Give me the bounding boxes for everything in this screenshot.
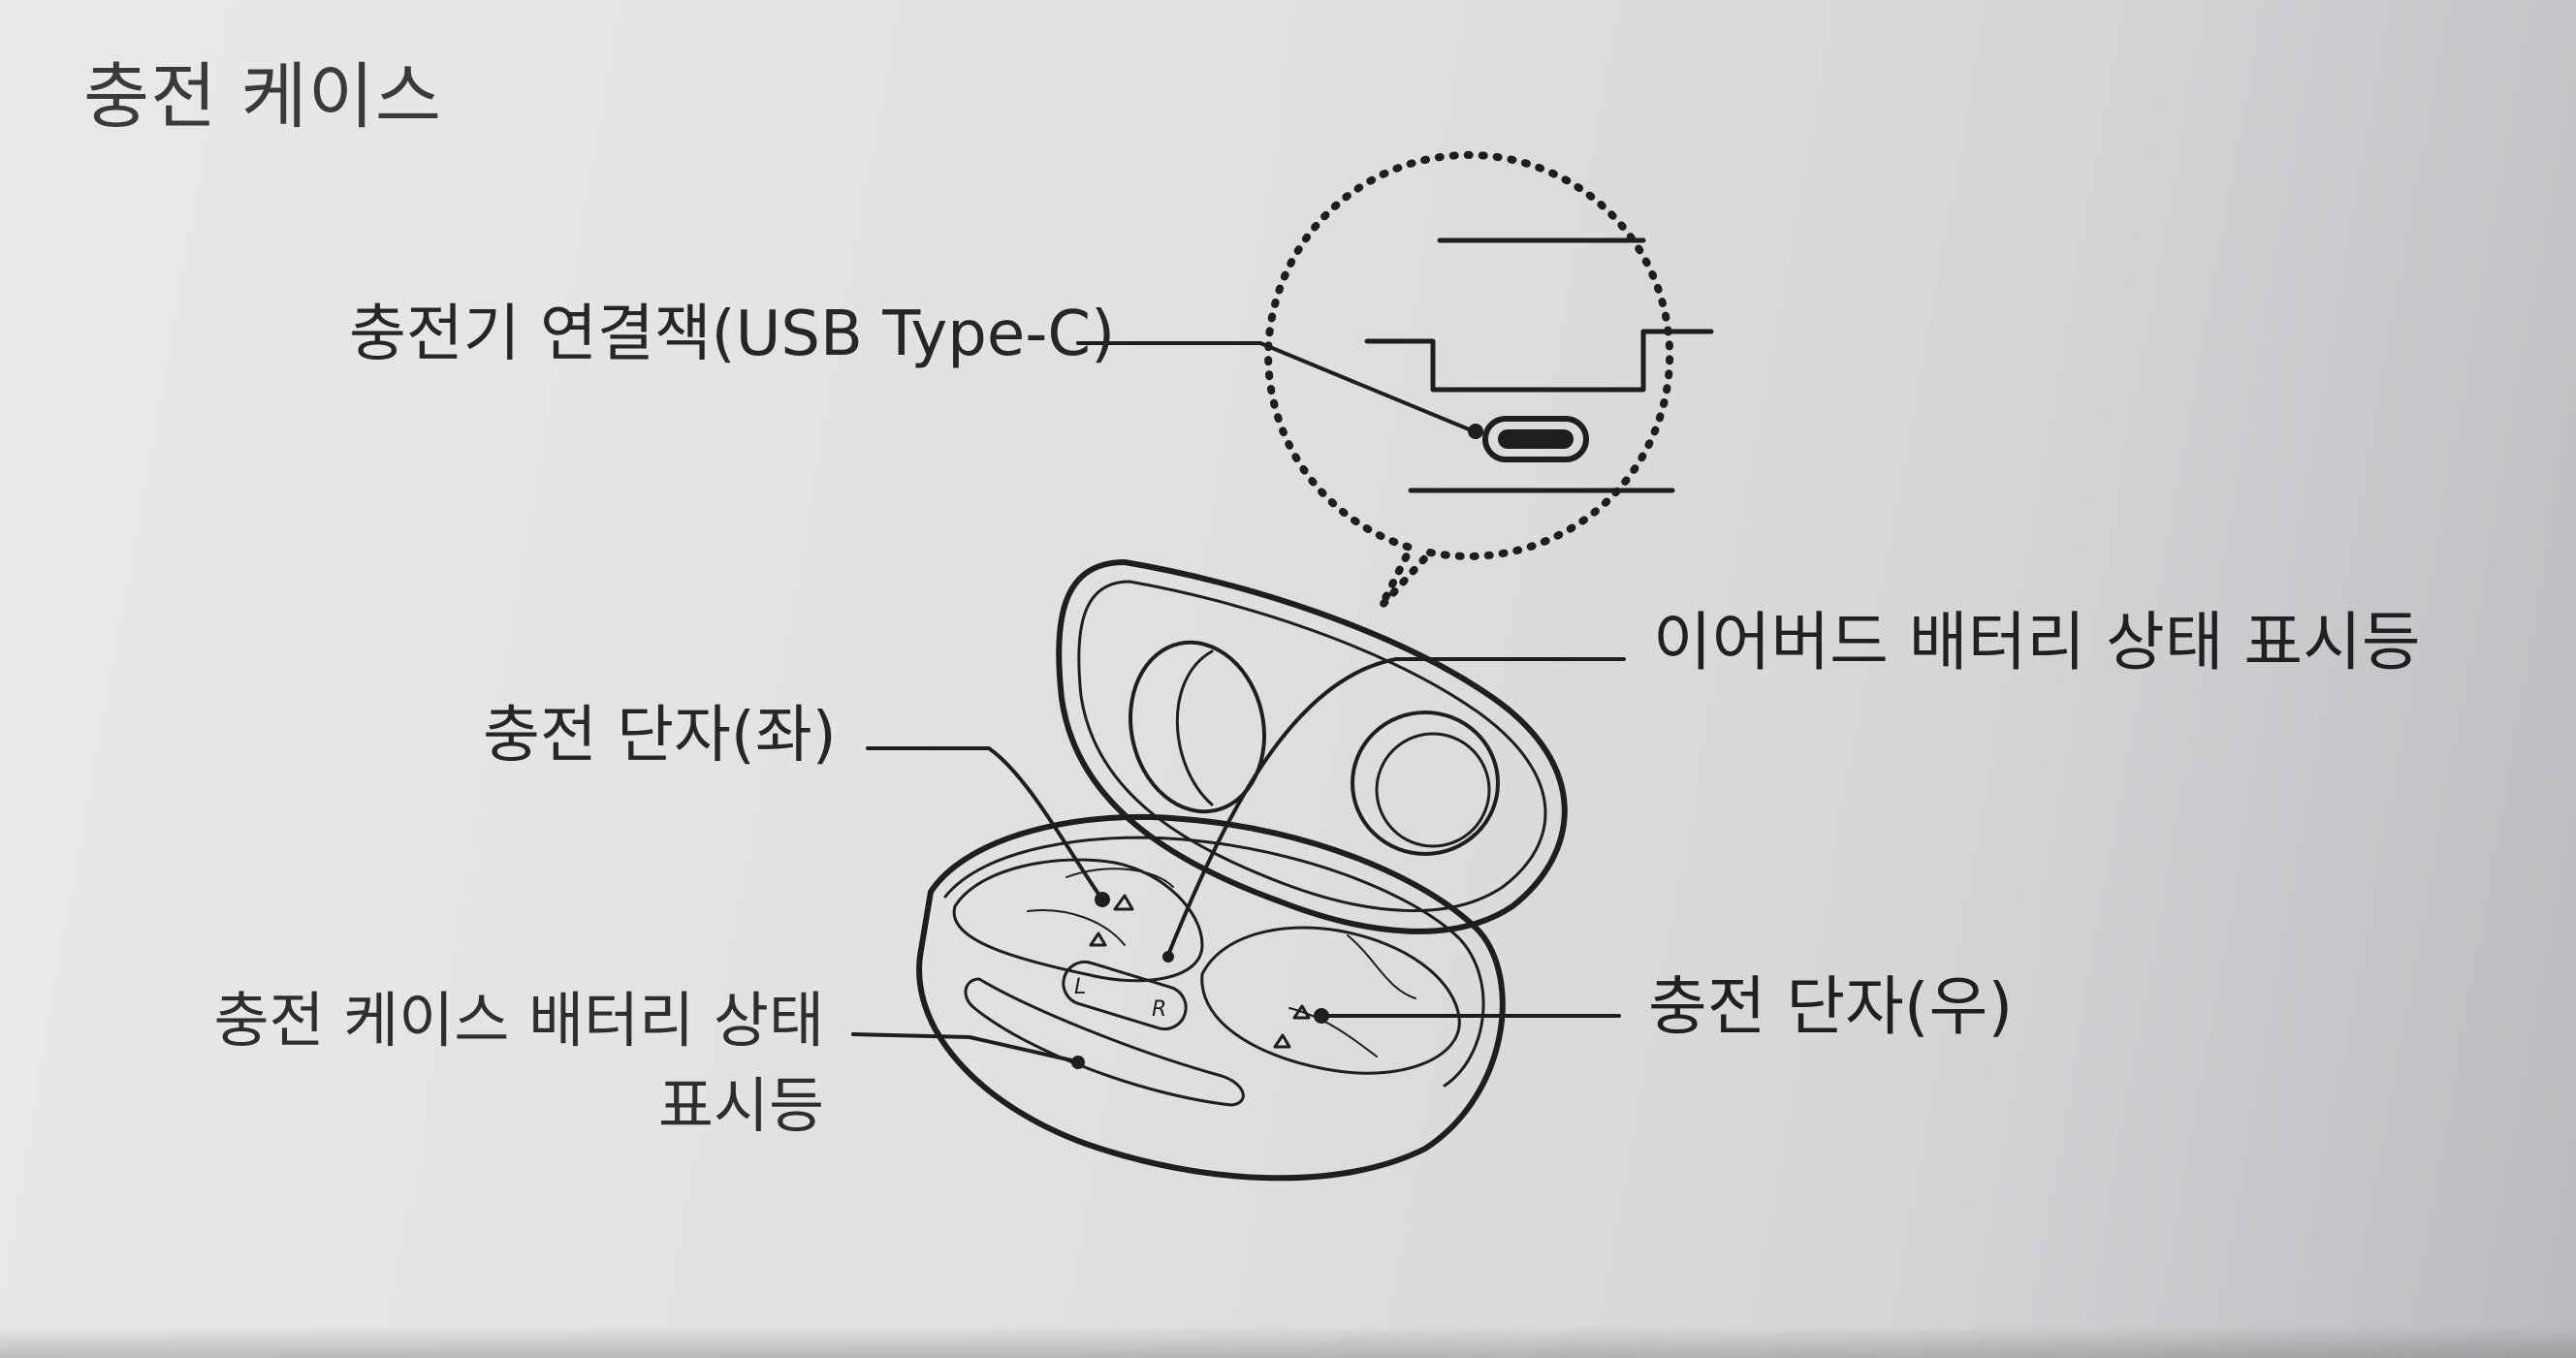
- page-title: 충전 케이스: [83, 55, 442, 139]
- base-front-slot: [964, 977, 1245, 1107]
- callout-leaders: [851, 341, 1626, 1069]
- label-usb-port: 충전기 연결잭(USB Type-C): [349, 299, 1116, 370]
- label-charge-contact-right: 충전 단자(우): [1648, 969, 2014, 1044]
- lid-cup-left: [1129, 640, 1266, 814]
- right-mark: R: [1152, 997, 1166, 1022]
- case-indicator-dot: [1071, 1056, 1085, 1069]
- left-contact-marks: [1089, 894, 1134, 947]
- base-outline: [916, 813, 1506, 1182]
- left-contact-leader: [866, 746, 1102, 899]
- usb-port-dot: [1468, 424, 1483, 439]
- base-left-well: [952, 858, 1204, 983]
- case-indicator-leader: [851, 1032, 1078, 1063]
- usb-c-port-icon: [1482, 416, 1589, 462]
- earbud-indicator-leader: [1166, 657, 1626, 957]
- lid-cup-left-crescent: [1175, 649, 1214, 806]
- usb-port-leader: [1076, 341, 1476, 433]
- base-lr-tab: [1062, 960, 1188, 1031]
- label-case-indicator-line2: 표시등: [657, 1070, 824, 1141]
- case-base: L R: [916, 813, 1506, 1182]
- lid-inner-outline: [1077, 580, 1547, 912]
- label-charge-contact-left: 충전 단자(좌): [483, 700, 837, 772]
- lid-cup-right-inner: [1375, 732, 1491, 848]
- label-case-indicator-line1: 충전 케이스 배터리 상태: [213, 985, 824, 1056]
- left-mark: L: [1074, 975, 1086, 999]
- right-contact-marks: [1273, 1004, 1311, 1049]
- lid-outline: [1056, 559, 1568, 934]
- zoom-bubble-outline: [1264, 150, 1674, 610]
- label-earbud-indicator: 이어버드 배터리 상태 표시등: [1653, 605, 2421, 679]
- base-left-well-fold: [1027, 868, 1174, 946]
- zoom-case-seam: [1364, 329, 1714, 393]
- usb-port-zoom-bubble: [1264, 150, 1714, 610]
- page-bottom-shadow: [0, 1326, 2576, 1358]
- earbud-indicator-dot: [1162, 951, 1174, 963]
- usb-c-port-inner: [1498, 429, 1574, 449]
- lid-cup-right: [1351, 711, 1500, 856]
- base-rim: [943, 836, 1485, 1088]
- base-right-well: [1200, 926, 1461, 1075]
- left-contact-dot: [1095, 892, 1110, 907]
- base-right-well-fold: [1288, 934, 1416, 1058]
- right-contact-dot: [1314, 1008, 1329, 1024]
- case-lid: [1056, 559, 1568, 934]
